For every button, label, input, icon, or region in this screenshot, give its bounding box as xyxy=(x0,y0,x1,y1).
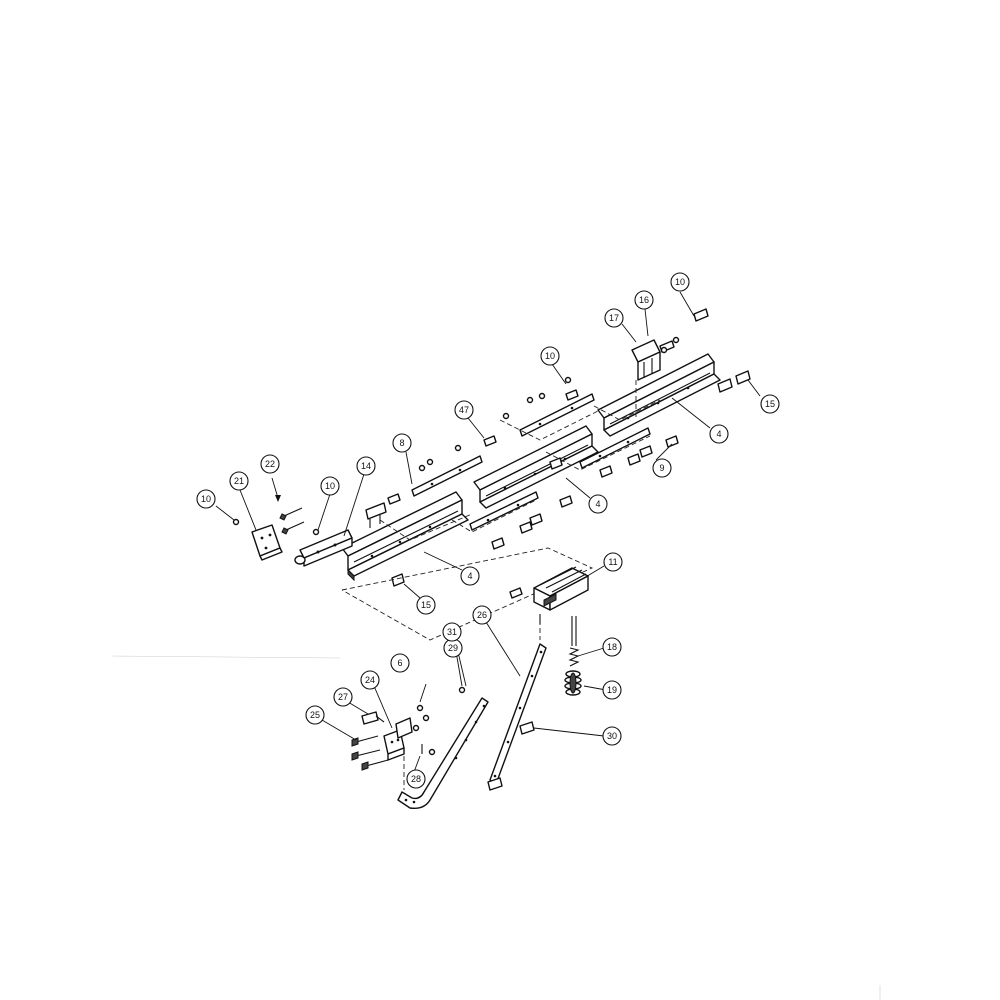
rail-section-middle xyxy=(473,425,599,509)
callout-22: 22 xyxy=(260,454,280,474)
spring-assembly xyxy=(564,616,582,696)
svg-text:4: 4 xyxy=(595,499,600,509)
callout-30: 30 xyxy=(602,726,622,746)
svg-text:9: 9 xyxy=(659,463,664,473)
rail-section-rear xyxy=(597,353,721,437)
scan-artifact-line xyxy=(111,655,341,659)
callout-15-low: 15 xyxy=(416,595,436,615)
callout-17: 17 xyxy=(604,308,624,328)
svg-text:24: 24 xyxy=(365,675,375,685)
callout-4-low: 4 xyxy=(460,566,480,586)
svg-text:47: 47 xyxy=(459,405,469,415)
callout-24: 24 xyxy=(360,670,380,690)
rail-section-front xyxy=(341,491,469,582)
callout-21: 21 xyxy=(229,471,249,491)
door-bracket xyxy=(351,704,430,771)
callout-29: 29 xyxy=(443,638,463,658)
callout-19: 19 xyxy=(602,680,622,700)
callout-27: 27 xyxy=(333,687,353,707)
svg-text:4: 4 xyxy=(467,571,472,581)
svg-text:11: 11 xyxy=(608,557,617,567)
callout-9: 9 xyxy=(652,458,672,478)
svg-text:4: 4 xyxy=(716,429,721,439)
callout-16: 16 xyxy=(634,290,654,310)
trolley-stop xyxy=(365,493,401,528)
callout-18: 18 xyxy=(602,637,622,657)
svg-text:17: 17 xyxy=(609,313,619,323)
callout-4-mid: 4 xyxy=(588,494,608,514)
fasteners xyxy=(232,336,751,587)
svg-text:31: 31 xyxy=(447,627,457,637)
svg-text:14: 14 xyxy=(361,461,371,471)
alignment-dashes xyxy=(341,380,661,790)
callout-28: 28 xyxy=(406,769,426,789)
svg-text:10: 10 xyxy=(201,494,211,504)
splice-plate-47 xyxy=(483,389,595,447)
callout-10-top: 10 xyxy=(670,272,690,292)
arm-fasteners xyxy=(428,686,535,791)
header-bracket xyxy=(251,524,283,561)
straight-arm xyxy=(489,643,547,785)
callout-10-bracket: 10 xyxy=(320,476,340,496)
lag-screws xyxy=(271,477,305,535)
svg-text:26: 26 xyxy=(477,610,487,620)
svg-text:27: 27 xyxy=(338,692,348,702)
callout-4-top: 4 xyxy=(709,424,729,444)
svg-text:21: 21 xyxy=(234,476,244,486)
splice-plate-9 xyxy=(579,427,651,469)
callout-14: 14 xyxy=(356,456,376,476)
svg-text:22: 22 xyxy=(265,459,275,469)
svg-text:10: 10 xyxy=(545,351,555,361)
callout-10-left: 10 xyxy=(196,489,216,509)
svg-text:8: 8 xyxy=(399,438,404,448)
callout-15-top: 15 xyxy=(760,394,780,414)
svg-text:10: 10 xyxy=(325,481,335,491)
trolley xyxy=(509,566,589,624)
curved-arm xyxy=(397,697,489,810)
svg-text:10: 10 xyxy=(675,277,685,287)
svg-text:16: 16 xyxy=(639,295,649,305)
svg-text:30: 30 xyxy=(607,731,617,741)
callout-31: 31 xyxy=(442,622,462,642)
callout-47: 47 xyxy=(454,400,474,420)
svg-text:29: 29 xyxy=(448,643,458,653)
callout-11: 11 xyxy=(603,552,623,572)
splice-plate-8 xyxy=(411,455,483,497)
svg-text:15: 15 xyxy=(421,600,431,610)
callout-10-mid: 10 xyxy=(540,346,560,366)
callouts: 10 16 17 10 47 8 14 22 21 10 10 15 4 9 4… xyxy=(196,272,780,789)
callout-26: 26 xyxy=(472,605,492,625)
callout-6: 6 xyxy=(390,653,410,673)
front-bracket xyxy=(294,529,353,567)
callout-8: 8 xyxy=(392,433,412,453)
callout-25: 25 xyxy=(305,705,325,725)
splice-plate-lower xyxy=(469,491,539,531)
svg-text:15: 15 xyxy=(765,399,775,409)
svg-text:28: 28 xyxy=(411,774,421,784)
svg-text:25: 25 xyxy=(310,710,320,720)
svg-text:6: 6 xyxy=(397,658,402,668)
svg-text:19: 19 xyxy=(607,685,617,695)
svg-text:18: 18 xyxy=(607,642,617,652)
leader-lines xyxy=(215,291,761,773)
